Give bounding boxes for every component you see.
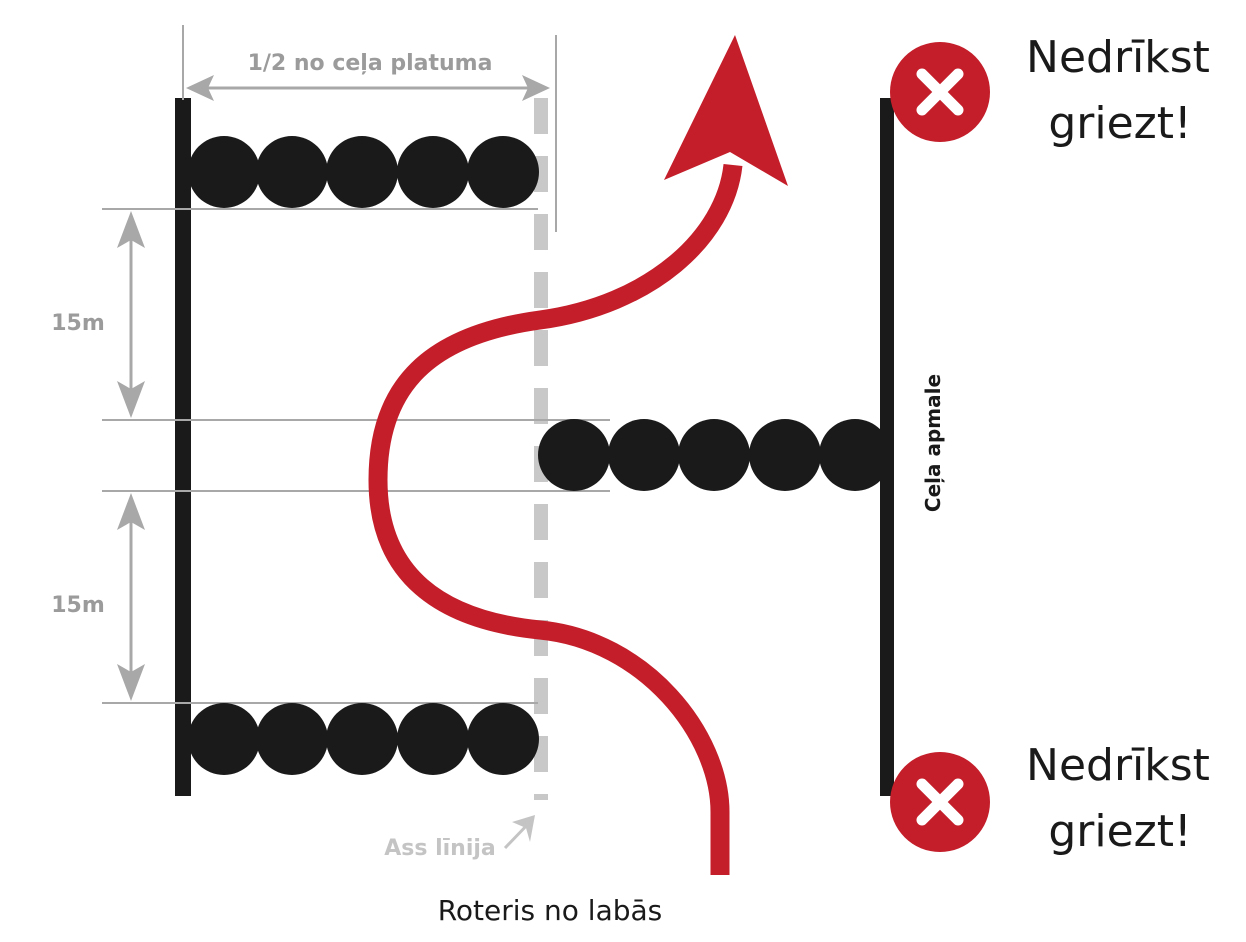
cone — [256, 136, 328, 208]
cone — [819, 419, 891, 491]
cone — [467, 136, 539, 208]
diagram-caption: Roteris no labās — [438, 894, 663, 927]
road-edge-label: Ceļa apmale — [921, 374, 945, 512]
cone-row-middle — [538, 419, 891, 491]
cone-row-top — [188, 136, 539, 208]
gap-top-dimension-arrow — [117, 211, 145, 418]
no-cut-icon-top — [890, 42, 990, 142]
gap-bottom-label: 15m — [51, 593, 105, 618]
gap-bottom-dimension-arrow — [117, 493, 145, 701]
cone — [749, 419, 821, 491]
width-dimension-label: 1/2 no ceļa platuma — [248, 51, 493, 76]
warning-top-line1: Nedrīkst — [1026, 32, 1210, 83]
warning-bottom-line1: Nedrīkst — [1026, 740, 1210, 791]
cone — [326, 136, 398, 208]
cone — [467, 703, 539, 775]
no-cut-icon-bottom — [890, 752, 990, 852]
cone — [608, 419, 680, 491]
cone — [326, 703, 398, 775]
warning-bottom-line2: griezt! — [1048, 806, 1191, 857]
driving-path-arrowhead — [664, 35, 788, 186]
cone — [188, 136, 260, 208]
warning-top-line2: griezt! — [1048, 98, 1191, 149]
cone — [397, 136, 469, 208]
cone-row-bottom — [188, 703, 539, 775]
width-dimension-arrow — [186, 75, 550, 101]
cone — [678, 419, 750, 491]
left-road-edge — [175, 98, 191, 796]
driving-path — [368, 163, 743, 875]
cone — [256, 703, 328, 775]
cone — [538, 419, 610, 491]
gap-top-label: 15m — [51, 311, 105, 336]
center-line-pointer-arrow — [503, 815, 535, 850]
cone — [188, 703, 260, 775]
reference-lines — [102, 208, 610, 704]
center-line-label: Ass līnija — [384, 836, 496, 861]
cone — [397, 703, 469, 775]
